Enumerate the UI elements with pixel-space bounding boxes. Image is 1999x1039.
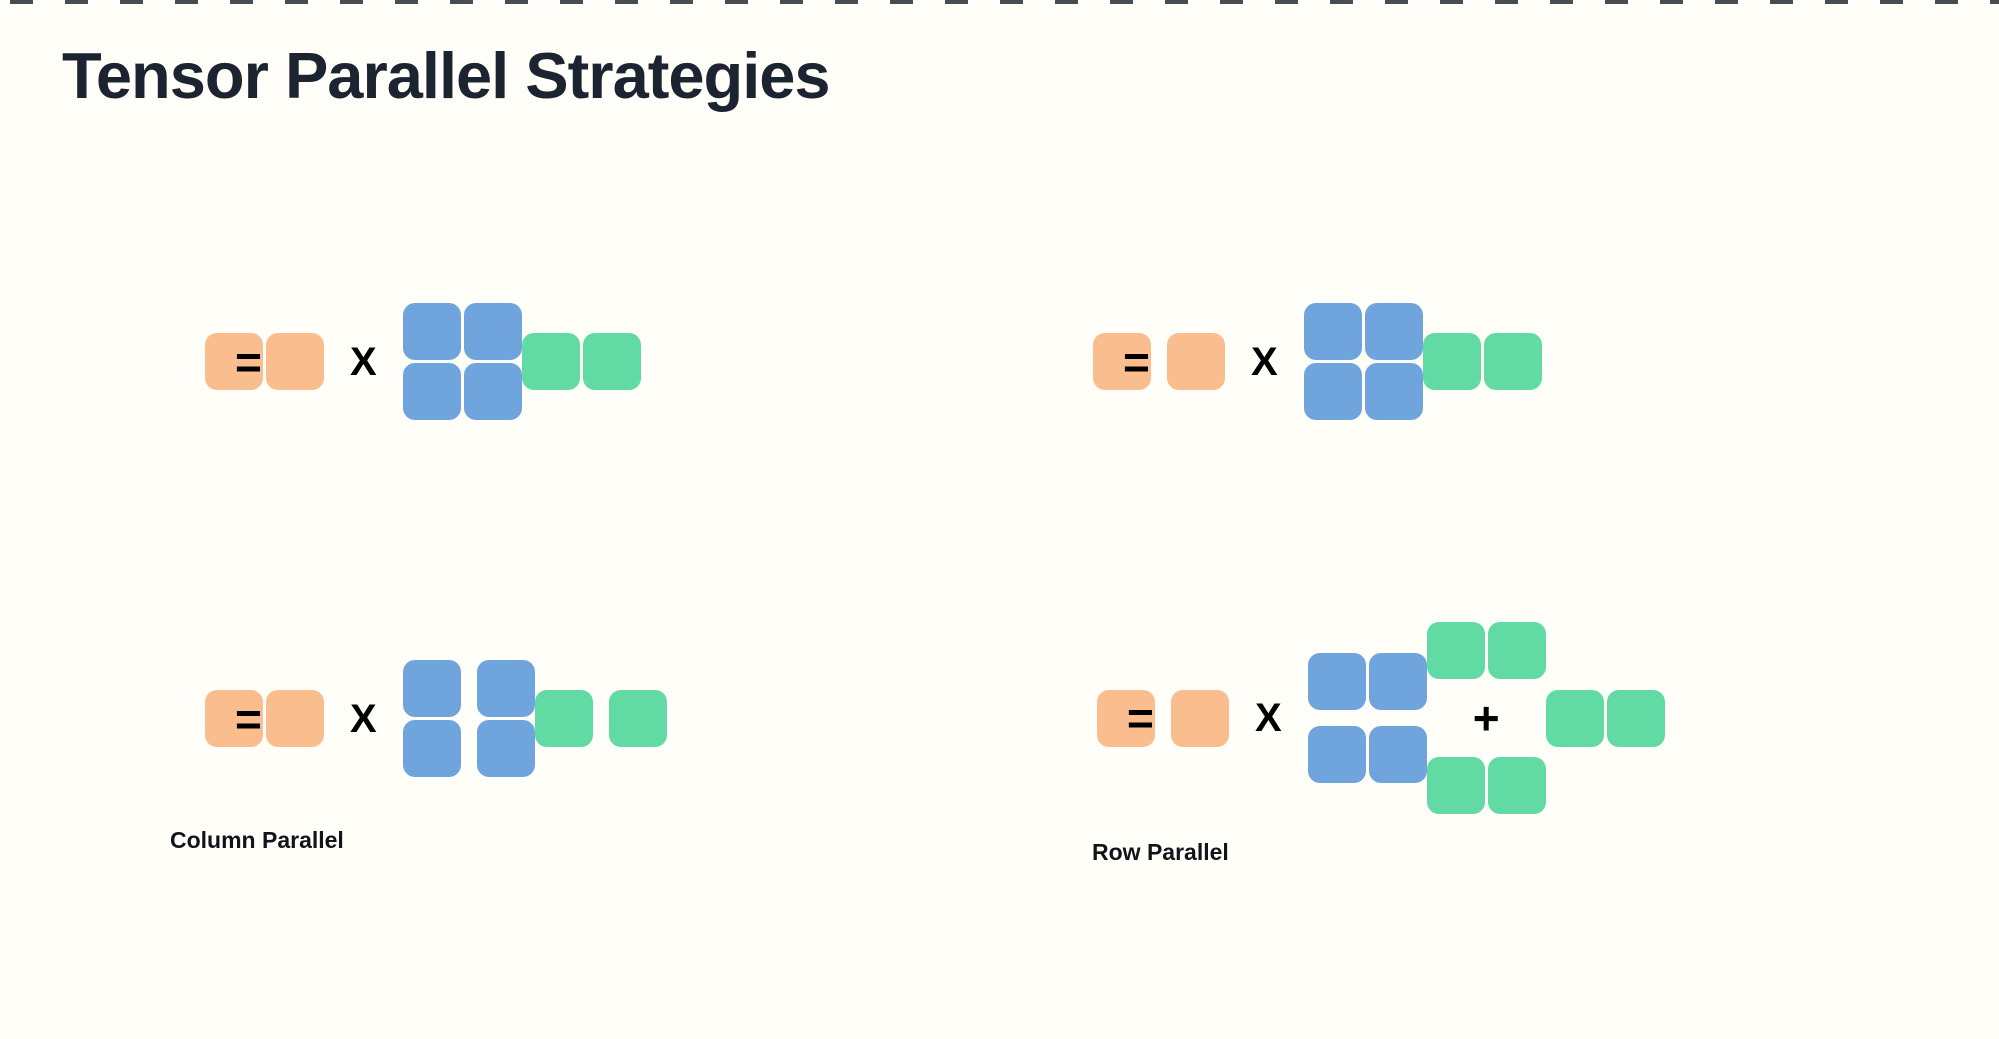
activation-block — [1167, 333, 1225, 390]
activation-blocks — [205, 333, 324, 390]
output-blocks — [534, 690, 667, 747]
weight-block — [1364, 303, 1423, 360]
partial-sums-stack: + — [1426, 622, 1546, 814]
diagram-column-parallel: X = — [205, 660, 667, 777]
equals-operator: = — [1127, 692, 1154, 744]
weight-block — [1364, 363, 1423, 420]
weight-matrix — [1303, 303, 1423, 420]
equals-operator: = — [1127, 692, 1154, 744]
multiply-operator: X — [1255, 696, 1282, 740]
output-blocks — [1545, 689, 1665, 747]
weight-block — [402, 660, 461, 717]
multiply-operator: X — [350, 696, 377, 741]
output-blocks — [1422, 333, 1542, 390]
partial-sum-blocks — [1426, 622, 1546, 679]
weight-block — [476, 660, 535, 717]
output-block — [1426, 622, 1485, 679]
weight-block — [402, 303, 461, 360]
activation-block — [266, 690, 324, 747]
activation-blocks — [1097, 689, 1229, 747]
output-block — [1422, 333, 1481, 390]
weight-block — [1368, 653, 1427, 710]
top-dashed-border — [10, 0, 1999, 4]
weight-block — [463, 363, 522, 420]
diagram-row-parallel: X = + = — [1097, 622, 1665, 814]
activation-block — [1171, 689, 1229, 747]
output-block — [1487, 757, 1546, 814]
output-block — [1606, 689, 1665, 747]
multiply-operator: X — [350, 339, 377, 384]
weight-block — [402, 363, 461, 420]
activation-blocks — [205, 690, 324, 747]
weight-block — [1303, 303, 1362, 360]
output-blocks — [521, 333, 641, 390]
output-block — [582, 333, 641, 390]
output-block — [1483, 333, 1542, 390]
equals-operator: = — [1123, 335, 1150, 388]
row-parallel-label: Row Parallel — [1092, 839, 1229, 865]
activation-block — [1093, 333, 1151, 390]
output-block — [1545, 689, 1604, 747]
partial-sum-blocks — [1426, 757, 1546, 814]
activation-block — [205, 690, 263, 747]
weight-block — [1307, 726, 1366, 783]
equals-operator: = — [235, 692, 262, 745]
activation-block — [1097, 689, 1155, 747]
multiply-operator: X — [1251, 339, 1278, 384]
output-block — [534, 690, 593, 747]
weight-block — [463, 303, 522, 360]
diagram-top-right: X = — [1093, 303, 1542, 420]
weight-matrix-row-split — [1307, 653, 1427, 783]
weight-block — [1368, 726, 1427, 783]
weight-matrix-column-split — [402, 660, 535, 777]
weight-block — [476, 720, 535, 777]
weight-block — [1303, 363, 1362, 420]
plus-operator: + — [1472, 692, 1500, 744]
equals-operator: = — [235, 335, 262, 388]
weight-matrix — [402, 303, 522, 420]
output-block — [608, 690, 667, 747]
column-parallel-label: Column Parallel — [170, 827, 344, 853]
activation-blocks — [1093, 333, 1225, 390]
activation-block — [205, 333, 263, 390]
output-block — [1487, 622, 1546, 679]
weight-block — [1307, 653, 1366, 710]
diagram-top-left: X = — [205, 303, 641, 420]
weight-block — [402, 720, 461, 777]
page-title: Tensor Parallel Strategies — [62, 39, 831, 112]
output-block — [521, 333, 580, 390]
activation-block — [266, 333, 324, 390]
output-block — [1426, 757, 1485, 814]
